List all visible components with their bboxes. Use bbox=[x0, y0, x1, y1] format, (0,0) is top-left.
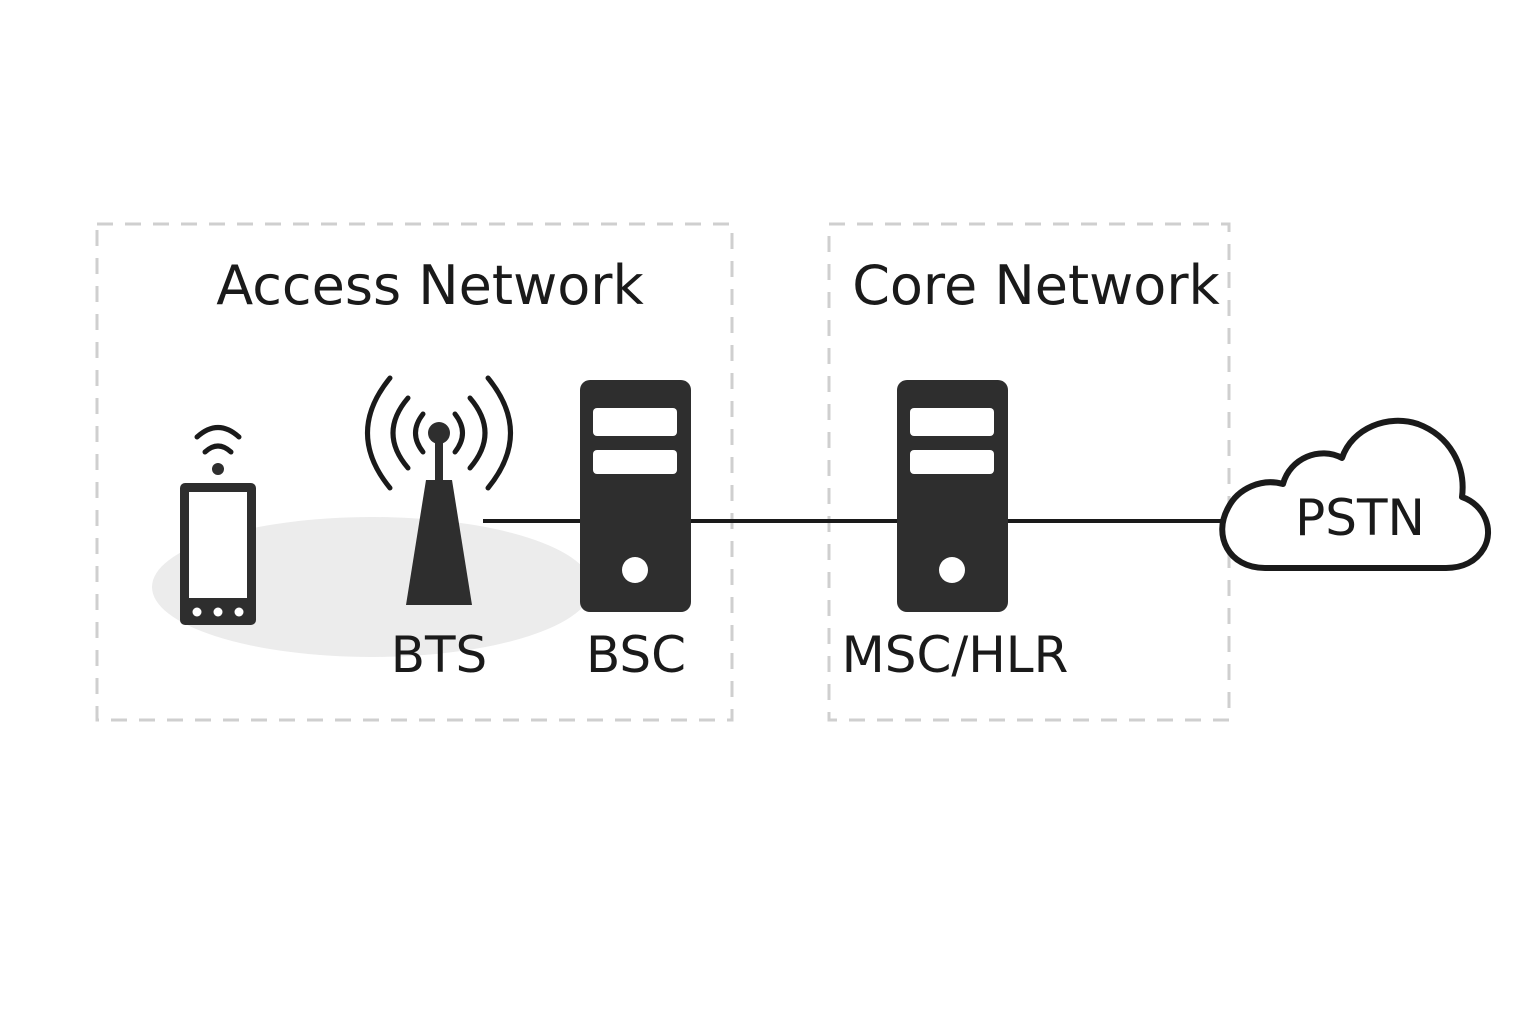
core-network-box bbox=[827, 222, 1231, 722]
cloud-icon bbox=[1219, 417, 1491, 571]
antenna-tower-icon bbox=[365, 375, 513, 605]
coverage-area bbox=[152, 517, 592, 657]
mobile-phone-icon bbox=[180, 425, 256, 625]
pstn-label: PSTN bbox=[1295, 489, 1425, 547]
core-network-title: Core Network bbox=[852, 254, 1220, 317]
bsc-label: BSC bbox=[586, 626, 686, 684]
access-network-title: Access Network bbox=[216, 254, 644, 317]
msc-hlr-server-icon bbox=[897, 380, 1008, 612]
bsc-server-icon bbox=[580, 380, 691, 612]
bts-label: BTS bbox=[391, 626, 488, 684]
msc-hlr-label: MSC/HLR bbox=[842, 626, 1069, 684]
access-network-box bbox=[95, 222, 734, 722]
